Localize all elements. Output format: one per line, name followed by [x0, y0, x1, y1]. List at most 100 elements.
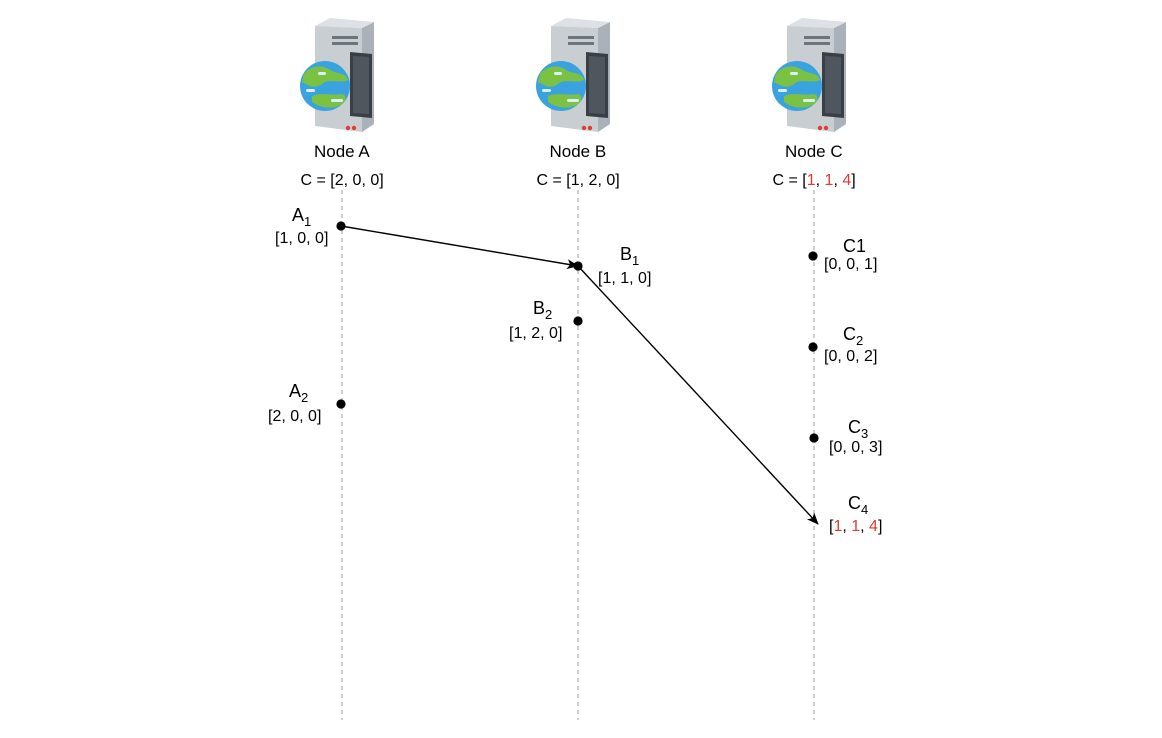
- event-letter: C: [843, 324, 856, 344]
- vector-separator: ,: [288, 230, 298, 247]
- vector-bracket: C = [: [772, 172, 807, 189]
- event-letter: C: [848, 493, 861, 513]
- vector-component: 2: [531, 325, 541, 342]
- vector-separator: ,: [343, 172, 353, 189]
- vector-bracket: [: [598, 270, 603, 287]
- event-vector: [2, 0, 0]: [268, 408, 321, 426]
- event-letter: A: [292, 205, 305, 225]
- event-vector: [0, 0, 2]: [824, 348, 877, 366]
- vector-bracket: ]: [877, 518, 883, 535]
- event-vector: [1, 1, 0]: [598, 270, 651, 288]
- vector-separator: ,: [299, 408, 309, 425]
- event-name: A2: [289, 381, 308, 404]
- vector-bracket: ]: [851, 172, 856, 189]
- event-dot: [573, 261, 583, 271]
- event-dot: [336, 221, 346, 231]
- vector-component: 2: [272, 408, 282, 425]
- vector-component: 0: [606, 172, 616, 189]
- message-arrow: [340, 225, 579, 270]
- event-vector: [1, 1, 4]: [829, 518, 882, 536]
- vector-component: 0: [833, 439, 843, 456]
- vector-bracket: ]: [872, 256, 878, 273]
- event-index: 2: [301, 390, 309, 405]
- vector-component: 2: [334, 172, 344, 189]
- vector-component: 2: [864, 348, 873, 365]
- event-index: 1: [632, 253, 640, 268]
- event-name: C4: [848, 493, 868, 516]
- vector-component: 1: [824, 172, 834, 189]
- vector-separator: ,: [579, 172, 589, 189]
- vector-bracket: ]: [615, 172, 620, 189]
- event-index: 2: [545, 307, 553, 322]
- vector-component: 0: [638, 270, 647, 287]
- vector-component: 1: [513, 325, 523, 342]
- event-vector: [0, 0, 3]: [829, 439, 882, 457]
- vector-component: 1: [806, 172, 816, 189]
- vector-separator: ,: [815, 172, 825, 189]
- server-globe-icon: [772, 18, 846, 132]
- vector-separator: ,: [837, 348, 847, 365]
- event-index: 3: [861, 426, 869, 441]
- vector-component: 1: [602, 270, 612, 287]
- vector-separator: ,: [281, 408, 291, 425]
- vector-bracket: [: [275, 230, 280, 247]
- vector-component: 0: [308, 408, 317, 425]
- vector-separator: ,: [855, 348, 865, 365]
- node-title: Node C: [785, 142, 843, 161]
- event-index: 4: [861, 502, 869, 517]
- vector-bracket: [: [509, 325, 514, 342]
- event-name: B2: [533, 298, 552, 321]
- vector-separator: ,: [860, 518, 870, 535]
- vector-bracket: [: [824, 256, 829, 273]
- event-vector: [1, 0, 0]: [275, 230, 328, 248]
- event-letter: A: [289, 381, 302, 401]
- vector-bracket: [: [824, 348, 829, 365]
- vector-bracket: ]: [877, 439, 883, 456]
- vector-bracket: ]: [316, 408, 322, 425]
- event-name: C3: [848, 417, 868, 440]
- vector-separator: ,: [522, 325, 532, 342]
- event-name: C1: [843, 236, 866, 256]
- event-name: A1: [292, 205, 311, 228]
- vector-component: 1: [833, 518, 843, 535]
- server-globe-icon: [536, 18, 610, 132]
- event-vector: [1, 2, 0]: [509, 325, 562, 343]
- node-clock: C = [2, 0, 0]: [301, 172, 384, 190]
- vector-separator: ,: [629, 270, 639, 287]
- vector-bracket: ]: [379, 172, 384, 189]
- vector-separator: ,: [860, 439, 870, 456]
- vector-component: 1: [620, 270, 630, 287]
- vector-component: 0: [352, 172, 362, 189]
- vector-separator: ,: [842, 439, 852, 456]
- vector-component: 0: [846, 256, 856, 273]
- server-globe-icon: [300, 18, 374, 132]
- event-vector: [0, 0, 1]: [824, 256, 877, 274]
- vector-bracket: C = [: [536, 172, 571, 189]
- vector-bracket: C = [: [300, 172, 335, 189]
- vector-component: 2: [588, 172, 598, 189]
- vector-component: 0: [370, 172, 380, 189]
- vector-component: 3: [869, 439, 878, 456]
- vector-separator: ,: [833, 172, 843, 189]
- vector-component: 1: [279, 230, 289, 247]
- vector-separator: ,: [855, 256, 865, 273]
- vector-component: 0: [290, 408, 300, 425]
- vector-separator: ,: [306, 230, 316, 247]
- node-title: Node B: [549, 142, 607, 161]
- vector-component: 0: [828, 348, 838, 365]
- vector-component: 0: [297, 230, 307, 247]
- event-name: B1: [620, 244, 639, 267]
- event-letter: B: [620, 244, 633, 264]
- vector-component: 1: [570, 172, 580, 189]
- vector-component: 1: [851, 518, 861, 535]
- vector-component: 1: [864, 256, 873, 273]
- vector-bracket: ]: [557, 325, 563, 342]
- vector-component: 0: [549, 325, 558, 342]
- vector-separator: ,: [837, 256, 847, 273]
- event-dot: [336, 399, 346, 409]
- vector-component: 0: [846, 348, 856, 365]
- event-letter: B: [533, 298, 546, 318]
- event-name: C2: [843, 324, 863, 347]
